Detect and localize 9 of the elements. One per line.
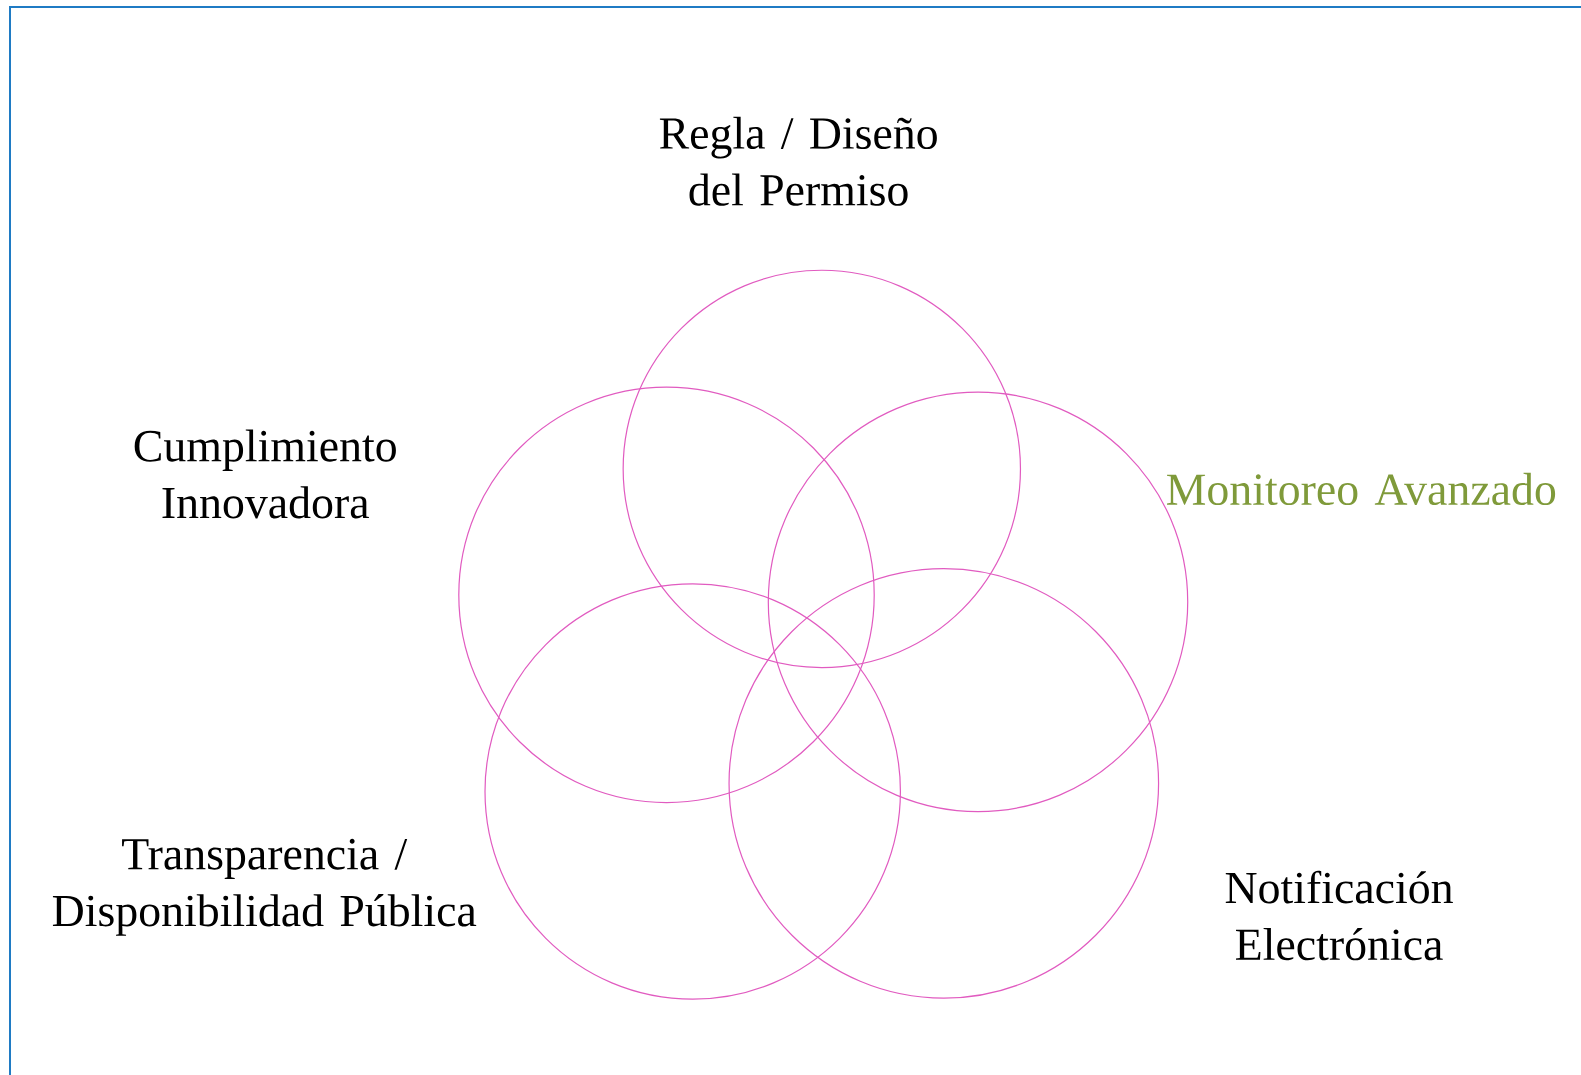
circle-label: Regla / Diseño del Permiso bbox=[659, 116, 937, 206]
circle-label: Notificación Electrónica bbox=[1225, 870, 1453, 961]
circle bbox=[728, 568, 1160, 999]
circle-label: Monitoreo Avanzado bbox=[1166, 472, 1556, 506]
circle-label: Transparencia / Disponibilidad Pública bbox=[52, 838, 477, 936]
circle bbox=[484, 583, 901, 1000]
circle bbox=[458, 386, 875, 804]
circle-label: Cumplimiento Innovadora bbox=[134, 429, 396, 519]
circle bbox=[622, 269, 1022, 669]
